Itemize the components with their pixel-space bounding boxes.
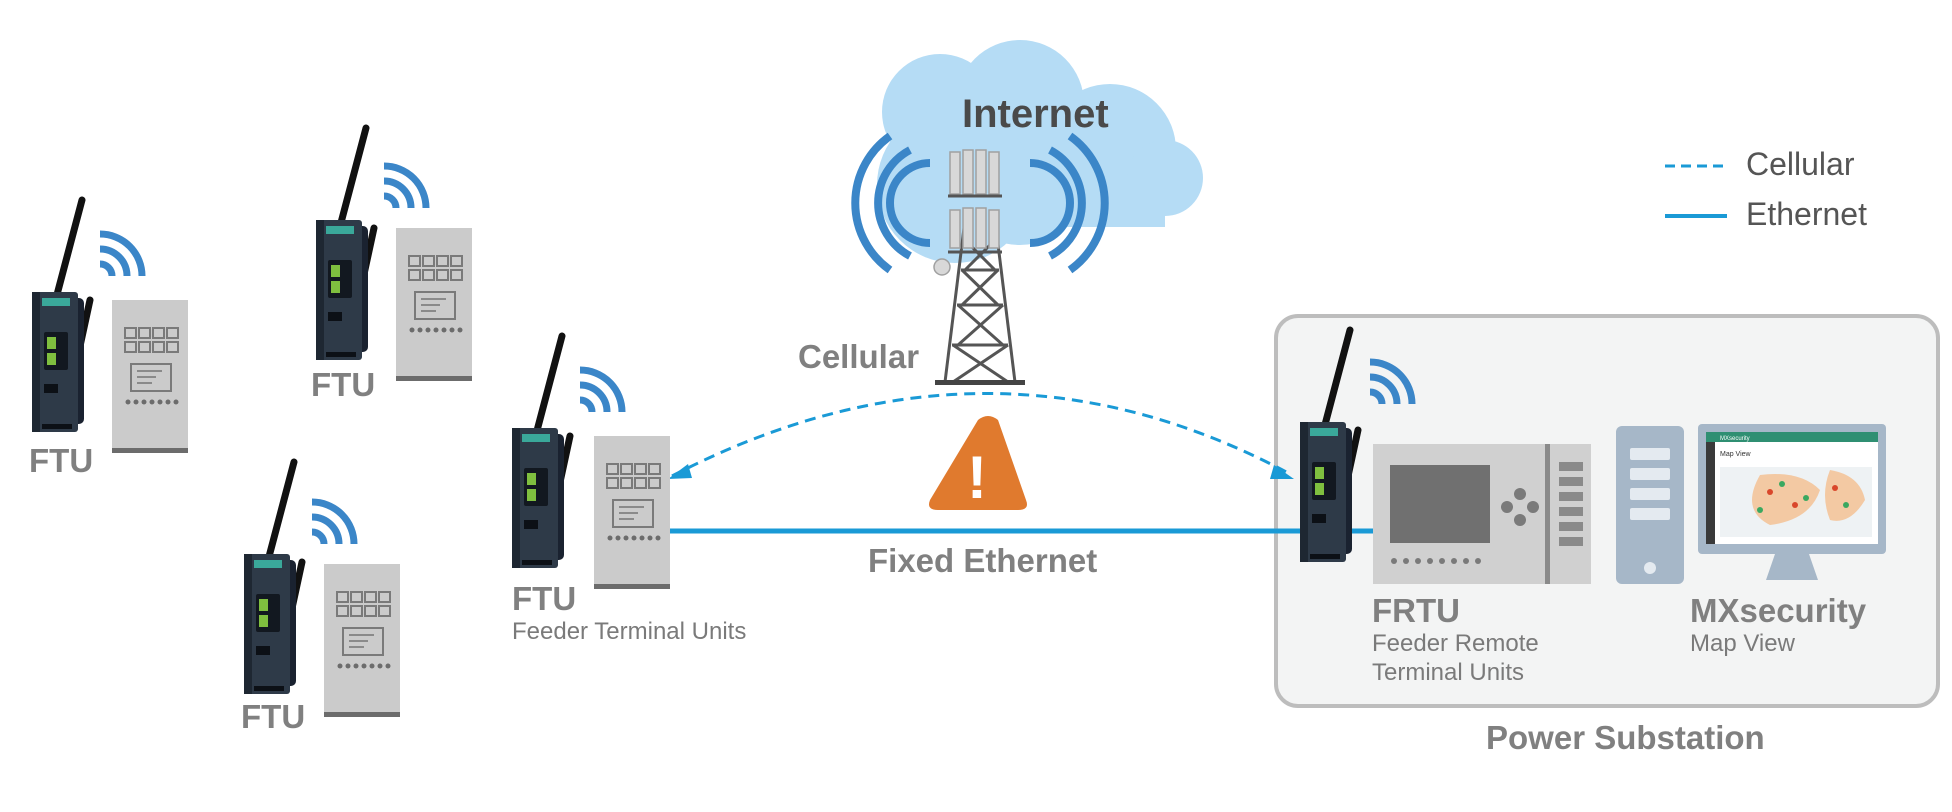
warning-triangle-icon bbox=[929, 416, 1027, 510]
monitor-icon bbox=[1698, 424, 1886, 580]
ftu-unit-2 bbox=[316, 128, 473, 382]
cellular-link bbox=[671, 392, 1291, 478]
ftu-label-1: FTU bbox=[29, 442, 94, 479]
fixed-ethernet-label: Fixed Ethernet bbox=[868, 542, 1098, 579]
monitor-title-text: Map View bbox=[1720, 451, 1752, 458]
power-substation-label: Power Substation bbox=[1486, 719, 1765, 756]
cell-tower-icon bbox=[933, 149, 1025, 385]
ftu-label-main: FTU bbox=[512, 580, 577, 617]
server-tower-icon bbox=[1616, 426, 1684, 584]
frtu-device-icon bbox=[1373, 444, 1591, 584]
cloud-icon bbox=[877, 40, 1203, 263]
power-substation-box bbox=[1274, 314, 1940, 708]
warning-symbol: ! bbox=[967, 444, 987, 511]
legend-cellular-label: Cellular bbox=[1746, 146, 1855, 182]
internet-label: Internet bbox=[962, 92, 1109, 136]
frtu-label: FRTU bbox=[1372, 592, 1460, 629]
ftu-unit-1 bbox=[32, 200, 189, 454]
ftu-label-2: FTU bbox=[311, 366, 376, 403]
cellular-arrow-left bbox=[668, 464, 692, 479]
tower-signal-icon bbox=[851, 132, 1109, 274]
ftu-label-3: FTU bbox=[241, 698, 306, 735]
ftu-unit-3 bbox=[244, 462, 401, 718]
monitor-header-text: MXsecurity bbox=[1720, 436, 1750, 442]
mxsecurity-label: MXsecurity bbox=[1690, 592, 1867, 629]
frtu-desc-line2: Terminal Units bbox=[1372, 659, 1525, 686]
mxsecurity-desc-label: Map View bbox=[1690, 630, 1795, 657]
cellular-arrow-right bbox=[1270, 465, 1294, 479]
ftu-unit-main bbox=[512, 336, 671, 590]
frtu-desc-line1: Feeder Remote bbox=[1372, 630, 1539, 657]
cellular-label: Cellular bbox=[798, 338, 920, 375]
ftu-desc-label: Feeder Terminal Units bbox=[512, 618, 747, 645]
legend-ethernet-label: Ethernet bbox=[1746, 196, 1867, 232]
